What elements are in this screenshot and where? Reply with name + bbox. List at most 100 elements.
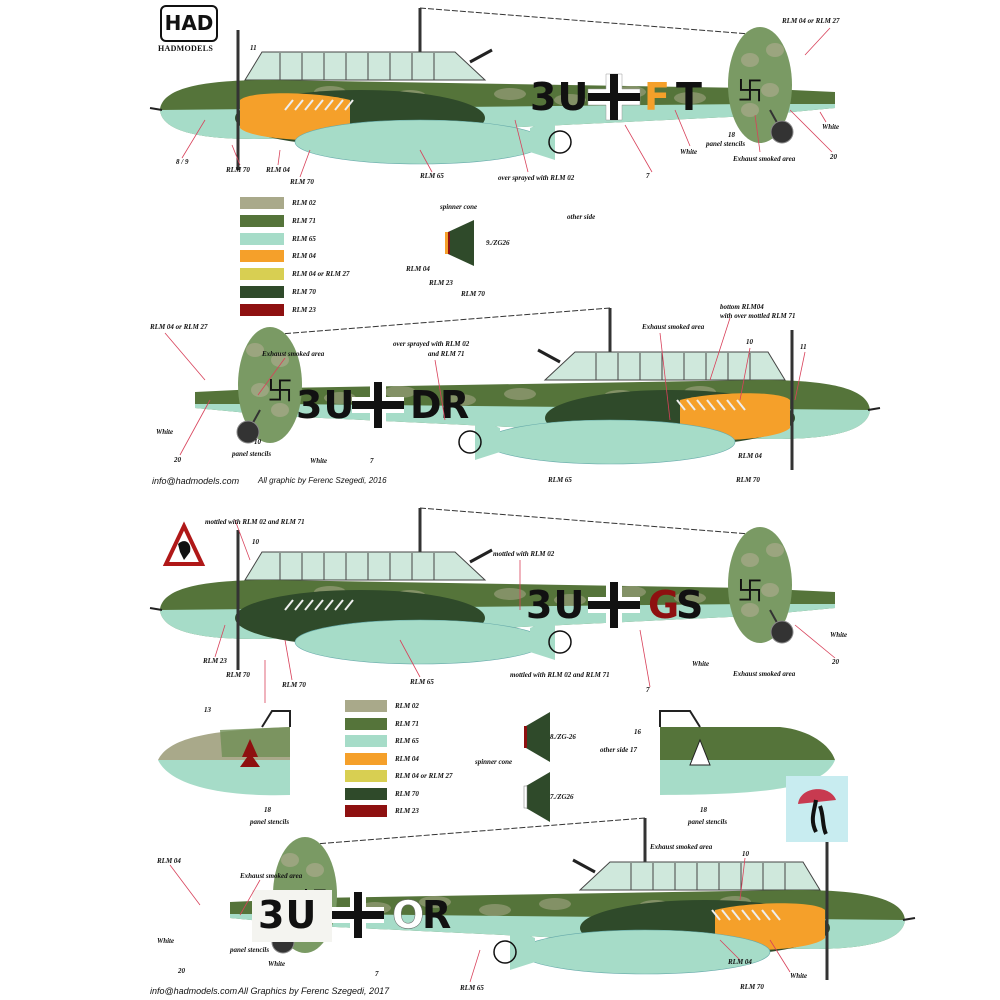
color-swatch	[345, 787, 387, 800]
color-swatch-label: RLM 71	[395, 719, 419, 728]
fin-mottle	[741, 603, 759, 617]
main-wheel-outline	[458, 430, 482, 454]
spinner-cone-8zg26	[524, 712, 550, 762]
code-letter-a: G	[648, 583, 681, 627]
annotation: 8 / 9	[176, 158, 189, 166]
annotation: RLM 70	[226, 671, 250, 679]
exhaust-stack	[324, 599, 334, 611]
color-swatch-label: RLM 23	[395, 807, 419, 815]
color-swatch-label: RLM 02	[292, 199, 316, 207]
annotation: RLM 65	[460, 984, 484, 992]
exhaust-stack	[344, 99, 354, 111]
tail-wheel	[236, 420, 260, 444]
code-prefix: 3U	[258, 893, 318, 937]
annotation: panel stencils	[232, 450, 272, 458]
code-letter-a: D	[410, 383, 443, 427]
fin-mottle	[766, 543, 784, 557]
exhaust-stack	[741, 909, 751, 921]
annotation: 8./ZG-26	[550, 733, 576, 741]
color-swatch-label: RLM 04 or RLM 27	[292, 270, 350, 279]
code-letter-a: O	[392, 893, 426, 937]
color-swatch-label: RLM 04	[292, 252, 316, 261]
annotation: 10	[746, 338, 753, 346]
aircraft-profile-3: 卐	[149, 507, 835, 670]
color-swatch	[345, 700, 387, 712]
annotation: RLM 70	[740, 983, 764, 991]
exhaust-stack	[284, 99, 294, 111]
color-swatch-label: RLM 04 or RLM 27	[395, 772, 453, 780]
nose-lower	[158, 760, 290, 796]
fin-mottle	[741, 553, 759, 567]
main-wheel-outline	[548, 630, 572, 654]
annotation: spinner cone	[440, 203, 478, 211]
annotation: 10	[252, 538, 259, 546]
exhaust-stack	[314, 99, 324, 111]
nose-gun	[149, 607, 163, 611]
camouflage-mottle	[384, 386, 416, 398]
rear-gun	[537, 348, 561, 364]
exhaust-stack	[294, 99, 304, 111]
antenna-wire	[419, 7, 751, 35]
exhaust-stack	[751, 909, 761, 921]
annotation: other side 17	[600, 746, 637, 754]
annotation: RLM 70	[226, 166, 250, 174]
drop-tank-fins	[530, 118, 555, 160]
exhaust-stack	[771, 909, 781, 921]
exhaust-stack	[761, 909, 771, 921]
annotation: RLM 23	[429, 279, 453, 287]
annotation: 20	[174, 456, 181, 464]
annotation: 11	[250, 44, 257, 52]
camouflage-mottle	[324, 392, 356, 404]
annotation: 7	[370, 457, 374, 465]
annotation: other side	[567, 213, 596, 221]
annotation: White	[680, 148, 698, 156]
annotation: 7./ZG26	[550, 793, 574, 801]
color-swatch	[240, 250, 284, 263]
exhaust-stack	[284, 599, 294, 611]
exhaust-stack	[304, 599, 314, 611]
annotation: White	[692, 660, 710, 668]
annotation: 10	[254, 438, 261, 446]
camouflage-mottle	[444, 394, 476, 406]
fin-mottle	[271, 353, 289, 367]
annotation: RLM 65	[410, 678, 434, 686]
artwork-credit: All Graphics by Ferenc Szegedi, 2017	[238, 986, 390, 996]
exhaust-stack	[736, 399, 746, 411]
annotation: Exhaust smoked area	[642, 323, 705, 331]
annotation: RLM 70	[290, 178, 314, 186]
exhaust-stack	[324, 99, 334, 111]
annotation: with over mottled RLM 71	[720, 312, 796, 320]
annotation: 9./ZG26	[486, 239, 510, 247]
rear-gun	[469, 48, 493, 64]
annotation: RLM 70	[736, 476, 760, 484]
exhaust-stack	[686, 399, 696, 411]
drop-tank-fins	[530, 618, 555, 660]
exhaust-stack	[294, 599, 304, 611]
camouflage-mottle	[539, 898, 571, 910]
balkenkreuz-icon	[352, 382, 404, 428]
canopy	[244, 551, 487, 581]
tail-wheel	[770, 620, 794, 644]
balkenkreuz-icon	[588, 582, 640, 628]
annotation: 18	[728, 131, 735, 139]
aircraft-group: 卐	[149, 507, 835, 670]
exhaust-stack	[726, 399, 736, 411]
drop-tank-fins	[510, 928, 535, 970]
annotation: RLM 04	[406, 265, 430, 273]
annotation: Exhaust smoked area	[240, 872, 303, 880]
annotation: White	[157, 937, 175, 945]
antenna-wire	[279, 307, 611, 335]
exhaust-stack	[314, 599, 324, 611]
tail-marking-icon: 卐	[737, 77, 763, 107]
fin-mottle	[761, 583, 779, 597]
color-swatch	[345, 805, 387, 817]
logo-name: HADMODELS	[158, 44, 214, 53]
fin-mottle	[281, 853, 299, 867]
contact-email: info@hadmodels.com	[150, 986, 238, 996]
annotation: RLM 70	[461, 290, 485, 298]
camouflage-mottle	[479, 904, 511, 916]
annotation: 16	[634, 728, 641, 736]
exhaust-stack	[334, 99, 344, 111]
exhaust-stack	[731, 909, 741, 921]
contact-email: info@hadmodels.com	[152, 476, 240, 486]
